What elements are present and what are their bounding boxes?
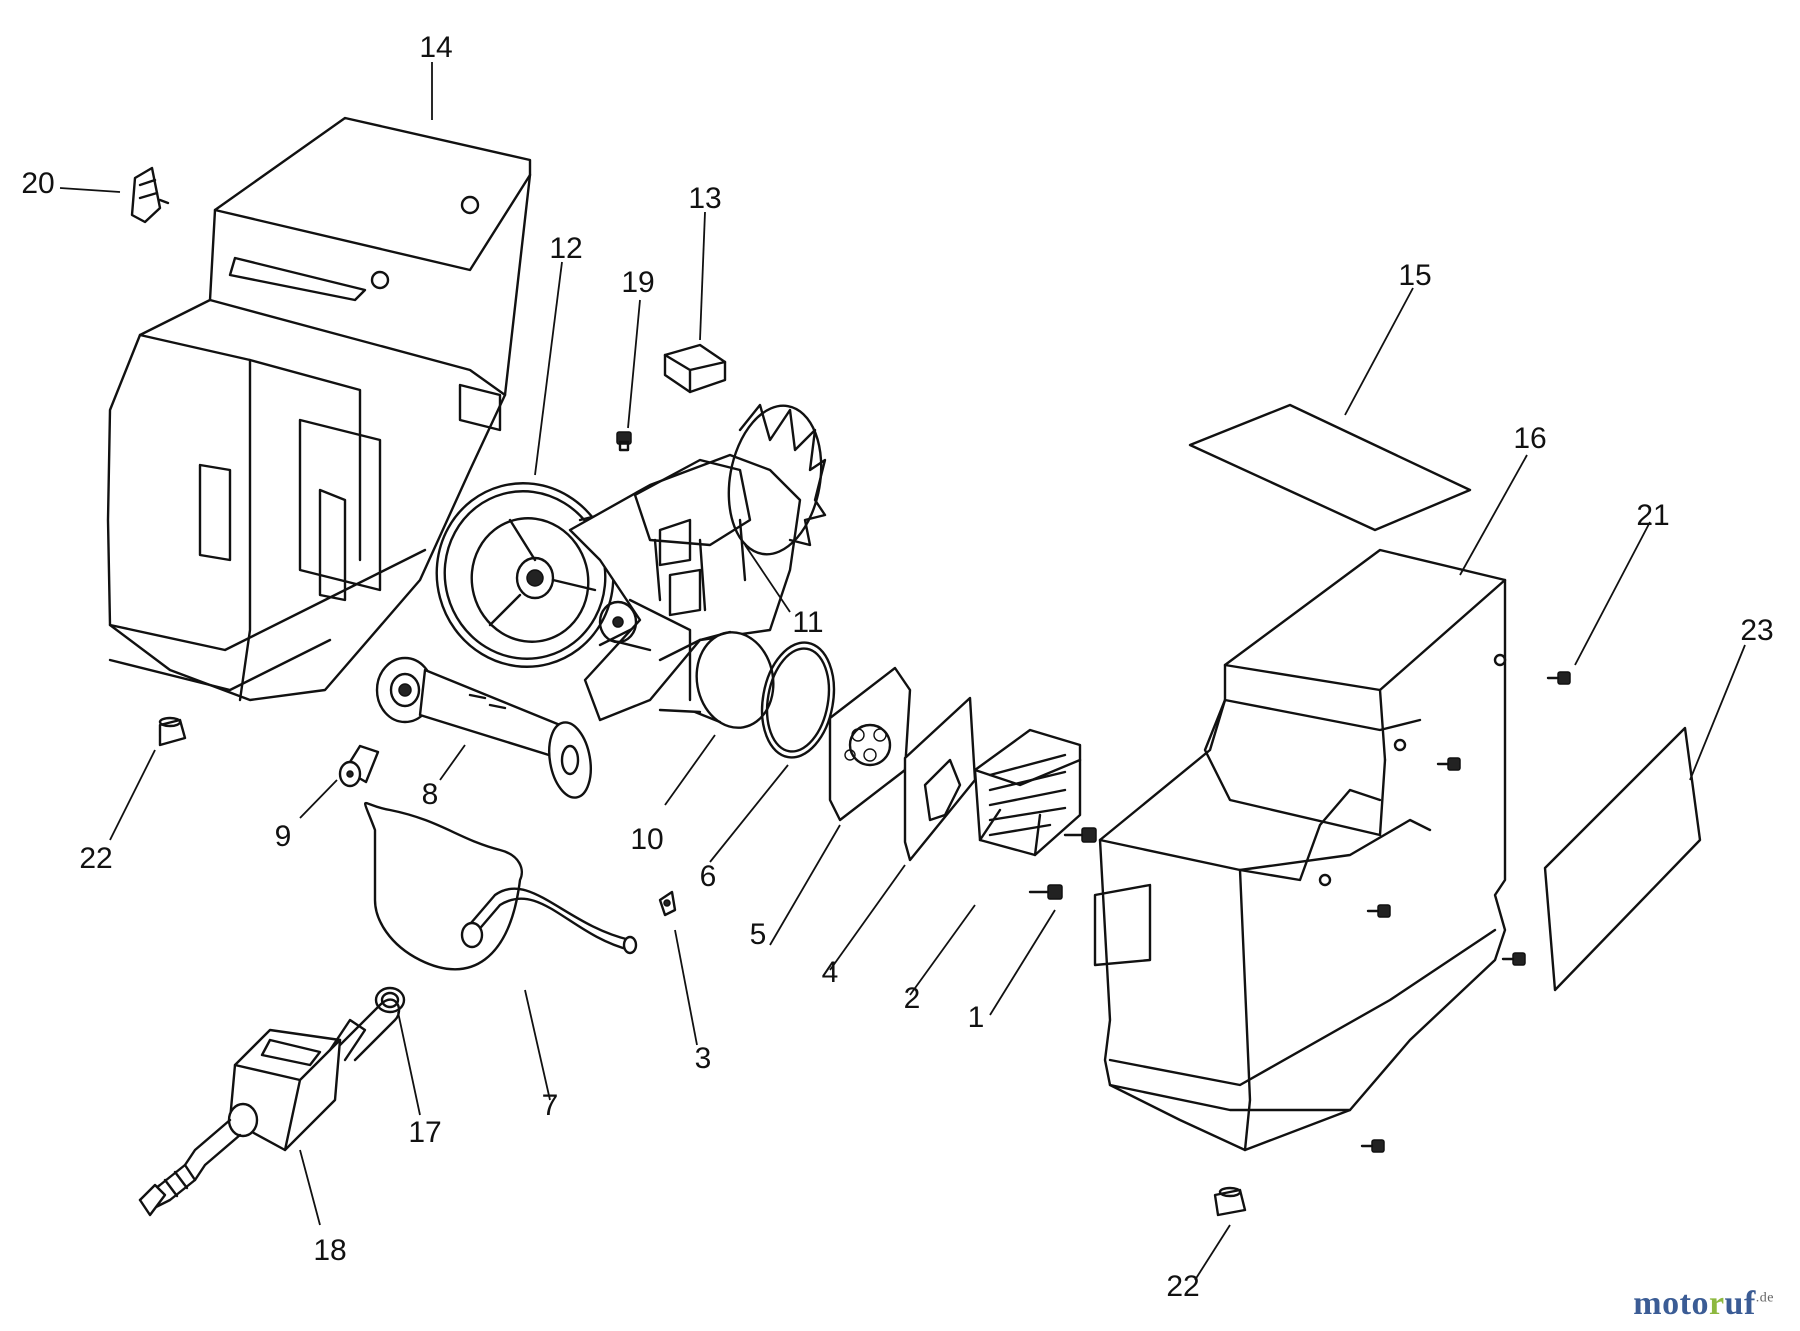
- callout-22-left: 22: [79, 842, 112, 875]
- connecting-rod: [375, 656, 592, 799]
- callout-9: 9: [275, 820, 292, 853]
- left-shroud-housing: [106, 116, 532, 702]
- callout-21: 21: [1636, 499, 1669, 532]
- label-23: [1543, 726, 1702, 992]
- discharge-tube: [363, 801, 638, 971]
- label-15: [1188, 403, 1472, 532]
- callout-6: 6: [700, 860, 717, 893]
- valve-plate: [828, 666, 912, 822]
- rubber-foot-left: [158, 716, 187, 747]
- callout-19: 19: [621, 266, 654, 299]
- filter-block-part: [663, 343, 727, 394]
- motor-assembly: [568, 403, 827, 729]
- pressure-switch-part: [130, 166, 170, 224]
- tube-clip: [658, 890, 677, 917]
- callout-12: 12: [549, 232, 582, 265]
- callout-14: 14: [419, 31, 452, 64]
- screw-19: [616, 431, 632, 452]
- cylinder-head: [973, 728, 1082, 857]
- callout-2: 2: [904, 982, 921, 1015]
- right-shroud-housing: [1093, 548, 1507, 1152]
- motoruf-watermark: motoruf.de: [1633, 1285, 1774, 1323]
- housing-screws: [1360, 757, 1526, 1153]
- callout-4: 4: [822, 956, 839, 989]
- piston-pin: [338, 744, 380, 788]
- watermark-part-2: r: [1708, 1285, 1725, 1322]
- callout-5: 5: [750, 918, 767, 951]
- callout-3: 3: [695, 1042, 712, 1075]
- regulator-manifold: [138, 998, 401, 1217]
- watermark-suffix: .de: [1755, 1290, 1774, 1306]
- rubber-foot-right: [1213, 1186, 1247, 1217]
- callout-15: 15: [1398, 259, 1431, 292]
- o-ring: [760, 641, 836, 759]
- callout-22-right: 22: [1166, 1270, 1199, 1303]
- callout-16: 16: [1513, 422, 1546, 455]
- callout-18: 18: [313, 1234, 346, 1267]
- callout-17: 17: [408, 1116, 441, 1149]
- watermark-part-1: moto: [1633, 1285, 1709, 1322]
- watermark-part-3: uf: [1724, 1285, 1756, 1322]
- head-bolts: [1028, 827, 1097, 900]
- leader-lines: [59, 62, 1746, 1281]
- callout-20: 20: [21, 167, 54, 200]
- cooling-fan: [727, 403, 827, 556]
- cylinder-sleeve: [658, 630, 775, 729]
- callout-8: 8: [422, 778, 439, 811]
- callout-11: 11: [792, 606, 823, 639]
- callout-7: 7: [542, 1089, 559, 1122]
- callout-10: 10: [630, 823, 663, 856]
- callout-23: 23: [1740, 614, 1773, 647]
- callout-1: 1: [968, 1001, 985, 1034]
- screw-21: [1546, 671, 1571, 685]
- callout-13: 13: [688, 182, 721, 215]
- head-gasket: [903, 696, 977, 862]
- callout-numbers: 1 2 3 4 5 6 7 8 9 10 11 12 13 14 15 16 1…: [21, 31, 1773, 1303]
